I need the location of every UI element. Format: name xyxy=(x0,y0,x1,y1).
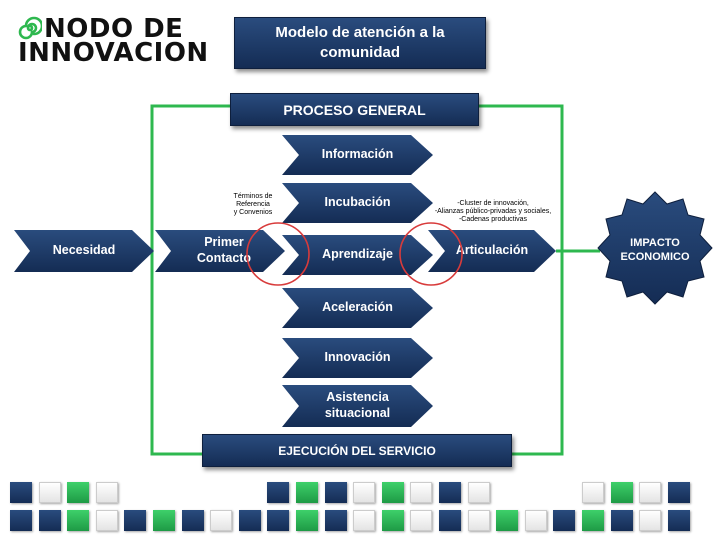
decorative-square xyxy=(210,510,233,531)
decorative-square xyxy=(639,482,662,503)
decorative-square xyxy=(124,510,147,531)
logo: NODO DE INNOVACION xyxy=(18,14,209,68)
decorative-square xyxy=(267,510,290,531)
decorative-squares xyxy=(0,480,720,540)
necesidad-label: Necesidad xyxy=(52,243,116,258)
decorative-square xyxy=(439,510,461,531)
decorative-square xyxy=(667,482,690,503)
note-left-line: Referencia xyxy=(236,201,270,208)
decorative-square xyxy=(95,510,118,531)
primer-contacto-label: Primer Contacto xyxy=(196,235,252,265)
decorative-square xyxy=(181,510,204,531)
logo-line2: INNOVACION xyxy=(18,38,209,68)
step-asistencia: Asistencia situacional xyxy=(282,385,433,427)
decorative-square xyxy=(10,510,32,531)
decorative-square xyxy=(324,482,347,503)
decorative-square xyxy=(38,510,61,531)
note-left-line: y Convenios xyxy=(233,209,273,216)
decorative-square xyxy=(67,510,90,531)
decorative-square xyxy=(353,482,376,503)
decorative-square xyxy=(439,482,461,503)
logo-line1: NODO DE xyxy=(44,14,184,44)
articulacion-chevron: Articulación xyxy=(428,230,556,272)
step-aceleracion: Aceleración xyxy=(282,288,433,328)
red-circle-right xyxy=(399,222,463,286)
page-title: Modelo de atención a la comunidad xyxy=(234,17,486,69)
decorative-square xyxy=(524,510,547,531)
decorative-square xyxy=(267,482,290,503)
decorative-square xyxy=(10,482,32,503)
note-right: -Cluster de innovación, -Alianzas públic… xyxy=(432,200,554,224)
step-label: Incubación xyxy=(324,195,391,210)
decorative-square xyxy=(582,510,604,531)
step-label: Información xyxy=(321,147,394,162)
decorative-square xyxy=(410,510,433,531)
decorative-square xyxy=(95,482,118,503)
necesidad-arrow: Necesidad xyxy=(14,230,154,272)
decorative-square xyxy=(353,510,376,531)
decorative-square xyxy=(381,482,404,503)
step-label: Aceleración xyxy=(322,300,393,315)
step-aprendizaje: Aprendizaje xyxy=(282,235,433,275)
decorative-square xyxy=(467,510,490,531)
red-circle-left xyxy=(246,222,310,286)
decorative-square xyxy=(238,510,261,531)
step-label: Innovación xyxy=(324,350,391,365)
decorative-square xyxy=(67,482,90,503)
decorative-square xyxy=(667,510,690,531)
note-right-line: -Cadenas productivas xyxy=(458,216,528,223)
decorative-square xyxy=(610,510,633,531)
page-title-text: Modelo de atención a la comunidad xyxy=(275,24,445,61)
decorative-square xyxy=(496,510,519,531)
note-left: Términos de Referencia y Convenios xyxy=(222,193,284,217)
decorative-square xyxy=(153,510,175,531)
process-header: PROCESO GENERAL xyxy=(230,93,479,126)
step-informacion: Información xyxy=(282,135,433,175)
decorative-square xyxy=(582,482,604,503)
decorative-square xyxy=(639,510,662,531)
decorative-square xyxy=(381,510,404,531)
execution-footer-text: EJECUCIÓN DEL SERVICIO xyxy=(278,443,436,458)
decorative-square xyxy=(553,510,576,531)
logo-spiral-icon xyxy=(18,16,42,40)
note-left-line: Términos de xyxy=(233,193,273,200)
note-right-line: -Alianzas público-privadas y sociales, xyxy=(434,208,552,215)
decorative-square xyxy=(38,482,61,503)
execution-footer: EJECUCIÓN DEL SERVICIO xyxy=(202,434,512,467)
step-label: Asistencia situacional xyxy=(324,390,391,420)
articulacion-label: Articulación xyxy=(455,243,529,258)
step-innovacion: Innovación xyxy=(282,338,433,378)
step-label: Aprendizaje xyxy=(322,247,393,262)
primer-contacto-arrow: Primer Contacto xyxy=(155,230,285,272)
decorative-square xyxy=(296,482,318,503)
decorative-square xyxy=(324,510,347,531)
decorative-square xyxy=(296,510,318,531)
note-right-line: -Cluster de innovación, xyxy=(457,200,529,207)
decorative-square xyxy=(410,482,433,503)
impacto-label: IMPACTO ECONOMICO xyxy=(620,237,690,263)
decorative-square xyxy=(610,482,633,503)
process-header-text: PROCESO GENERAL xyxy=(283,101,426,118)
step-incubacion: Incubación xyxy=(282,183,433,223)
green-frame-left xyxy=(150,104,230,456)
impacto-seal-shape xyxy=(597,191,713,305)
green-frame-right xyxy=(479,104,564,456)
decorative-square xyxy=(467,482,490,503)
